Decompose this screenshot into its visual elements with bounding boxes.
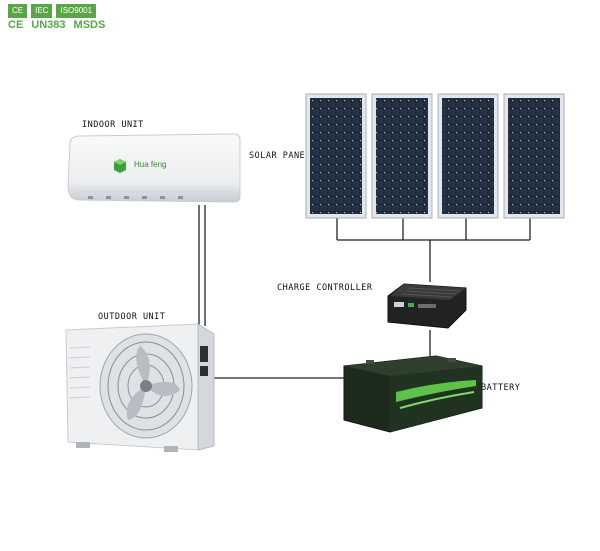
charge-controller-label: CHARGE CONTROLLER (277, 283, 373, 293)
solar-panel (305, 93, 367, 219)
solar-panel-array (305, 93, 565, 219)
solar-panel (503, 93, 565, 219)
battery (343, 355, 483, 433)
solar-panel (371, 93, 433, 219)
certification-row-2: CE UN383 MSDS (8, 19, 105, 31)
certification-row: CE IEC ISO9001 (8, 4, 97, 18)
outdoor-unit (65, 323, 215, 452)
solar-panel-label: SOLAR PANEL (249, 151, 311, 161)
cert-mark: MSDS (73, 19, 106, 31)
brand-name: Hua feng (134, 160, 167, 169)
cert-badge: IEC (31, 4, 53, 18)
outdoor-unit-label: OUTDOOR UNIT (98, 312, 166, 322)
fan-icon (99, 333, 193, 439)
charge-controller (387, 283, 467, 329)
indoor-unit-label: INDOOR UNIT (82, 120, 144, 130)
battery-label: BATTERY (481, 383, 521, 393)
cert-badge: ISO9001 (56, 4, 97, 18)
indoor-unit (67, 133, 241, 203)
cert-mark: UN383 (31, 19, 66, 31)
solar-panel (437, 93, 499, 219)
cert-mark: CE (8, 19, 24, 31)
cert-badge: CE (8, 4, 28, 18)
brand-logo-icon (114, 159, 126, 173)
